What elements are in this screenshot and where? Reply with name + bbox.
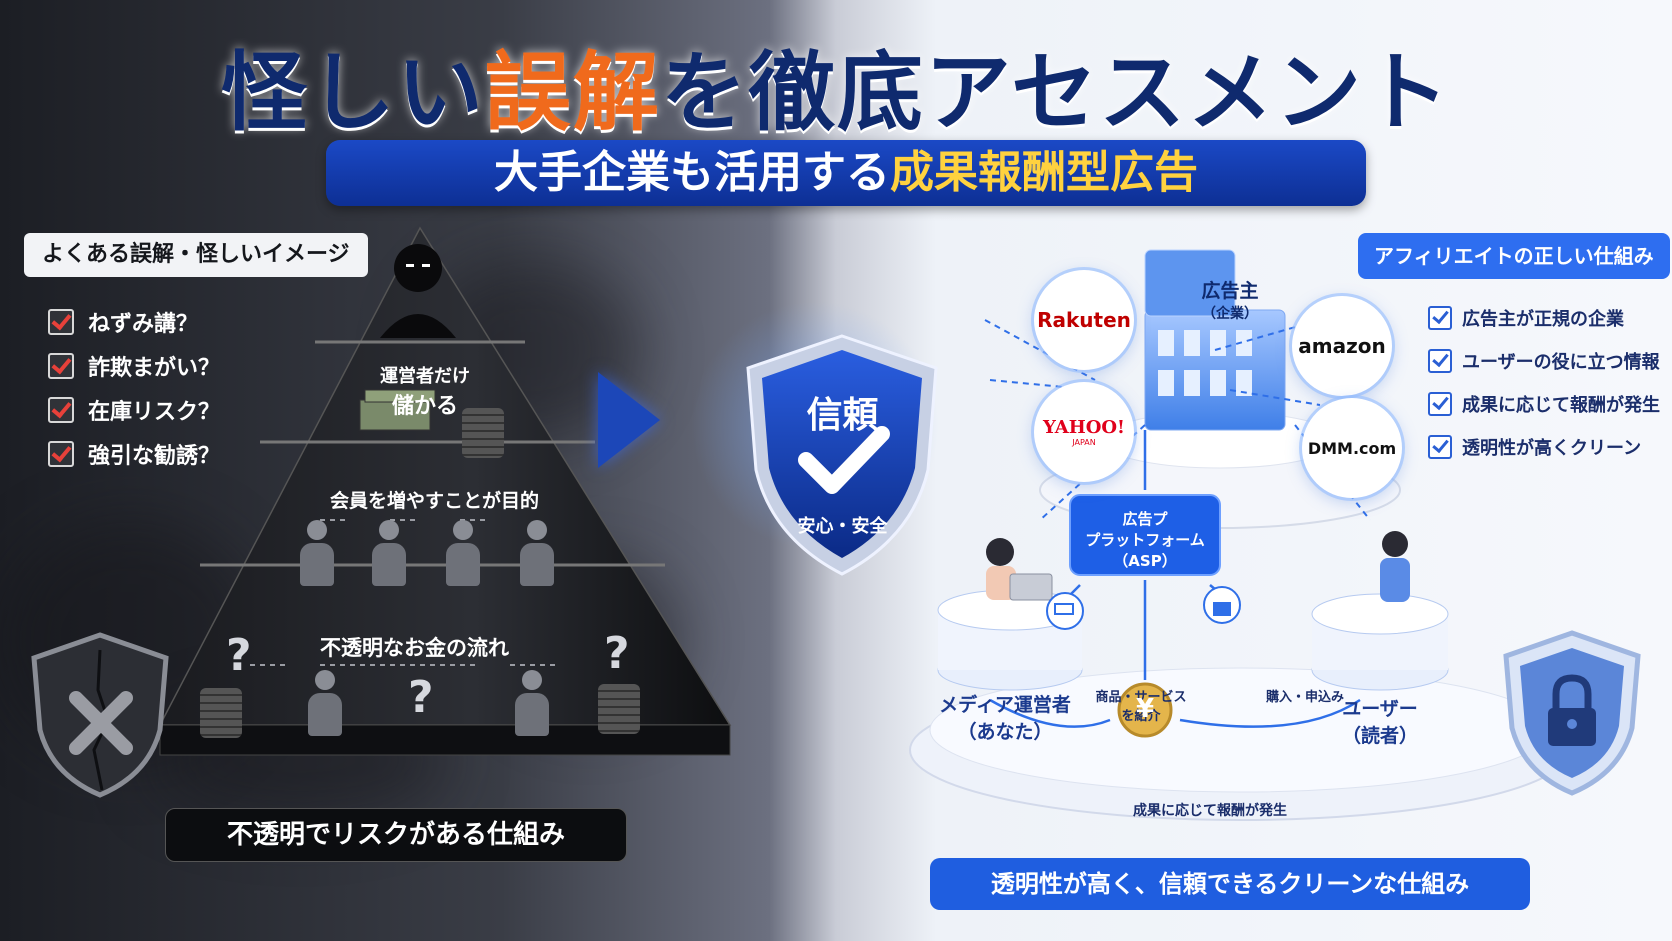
page-title: 怪しい誤解を徹底アセスメント [220,43,1452,143]
pyramid-middle-text: 会員を増やすことが目的 [330,490,540,512]
coin-stack [200,688,242,738]
question-mark-icon: ? [226,630,252,681]
member-figure [515,670,549,736]
correct-system-item: 成果に応じて報酬が発生 [1428,382,1660,425]
reward-label: 成果に応じて報酬が発生 [1133,803,1287,819]
check-icon [1428,348,1452,373]
misconception-item: 強引な勧誘？ [48,432,220,476]
amazon-logo: amazon [1292,296,1392,396]
dmm-logo: DMM.com [1302,398,1402,498]
right-summary-label: 透明性が高く、信頼できるクリーンな仕組み [930,858,1530,910]
left-summary-label: 不透明でリスクがある仕組み [165,808,627,862]
check-icon [48,353,74,379]
coin-stack [598,684,640,734]
member-figure [308,670,342,736]
advertiser-sign: 広告主（企業） [1201,280,1259,322]
lock-shield-icon [1503,630,1641,796]
shield-subtitle: 安心・安全 [797,516,888,537]
pyramid-bottom-text: 不透明なお金の流れ [320,636,509,660]
correct-system-item: ユーザーの役に立つ情報 [1428,339,1660,382]
check-icon [1428,305,1452,330]
pyramid-top-text: 運営者だけ儲かる [380,366,470,419]
user-label: ユーザー（読者） [1341,698,1418,747]
cracked-shield-icon [31,632,169,798]
member-figure [446,520,480,586]
yahoo-logo: YAHOO!JAPAN [1034,382,1134,482]
member-figure [520,520,554,586]
introduce-label: 商品・サービスを紹介 [1095,690,1187,724]
rakuten-logo: Rakuten [1034,270,1134,370]
trust-shield-icon [746,334,938,576]
correct-system-item: 広告主が正規の企業 [1428,296,1660,339]
check-icon [1428,434,1452,459]
check-icon [1428,391,1452,416]
correct-system-item: 透明性が高くクリーン [1428,425,1660,468]
yen-coin-icon: ¥ [1135,694,1155,724]
asp-label: 広告ププラットフォーム（ASP） [1085,510,1205,570]
coin-stack [462,408,504,458]
misconception-list: ねずみ講？ 詐欺まがい？ 在庫リスク？ 強引な勧誘？ [48,300,220,476]
correct-system-list: 広告主が正規の企業 ユーザーの役に立つ情報 成果に応じて報酬が発生 透明性が高く… [1428,296,1660,468]
check-icon [48,441,74,467]
media-operator-label: メディア運営者（あなた） [939,694,1071,743]
purchase-label: 購入・申込み [1265,690,1344,705]
check-icon [48,397,74,423]
misconception-item: 在庫リスク？ [48,388,220,432]
subtitle-banner: 大手企業も活用する成果報酬型広告 [326,140,1366,206]
member-figure [372,520,406,586]
arrow-right-icon [598,372,660,468]
pyramid-illustration [158,226,732,756]
question-mark-icon: ? [604,628,630,679]
misconception-item: ねずみ講？ [48,300,220,344]
misconception-item: 詐欺まがい？ [48,344,220,388]
correct-system-label: アフィリエイトの正しい仕組み [1358,233,1670,279]
question-mark-icon: ? [408,672,434,723]
misconception-label: よくある誤解・怪しいイメージ [24,233,368,277]
check-icon [48,309,74,335]
member-figure [300,520,334,586]
shield-title: 信頼 [806,395,879,436]
